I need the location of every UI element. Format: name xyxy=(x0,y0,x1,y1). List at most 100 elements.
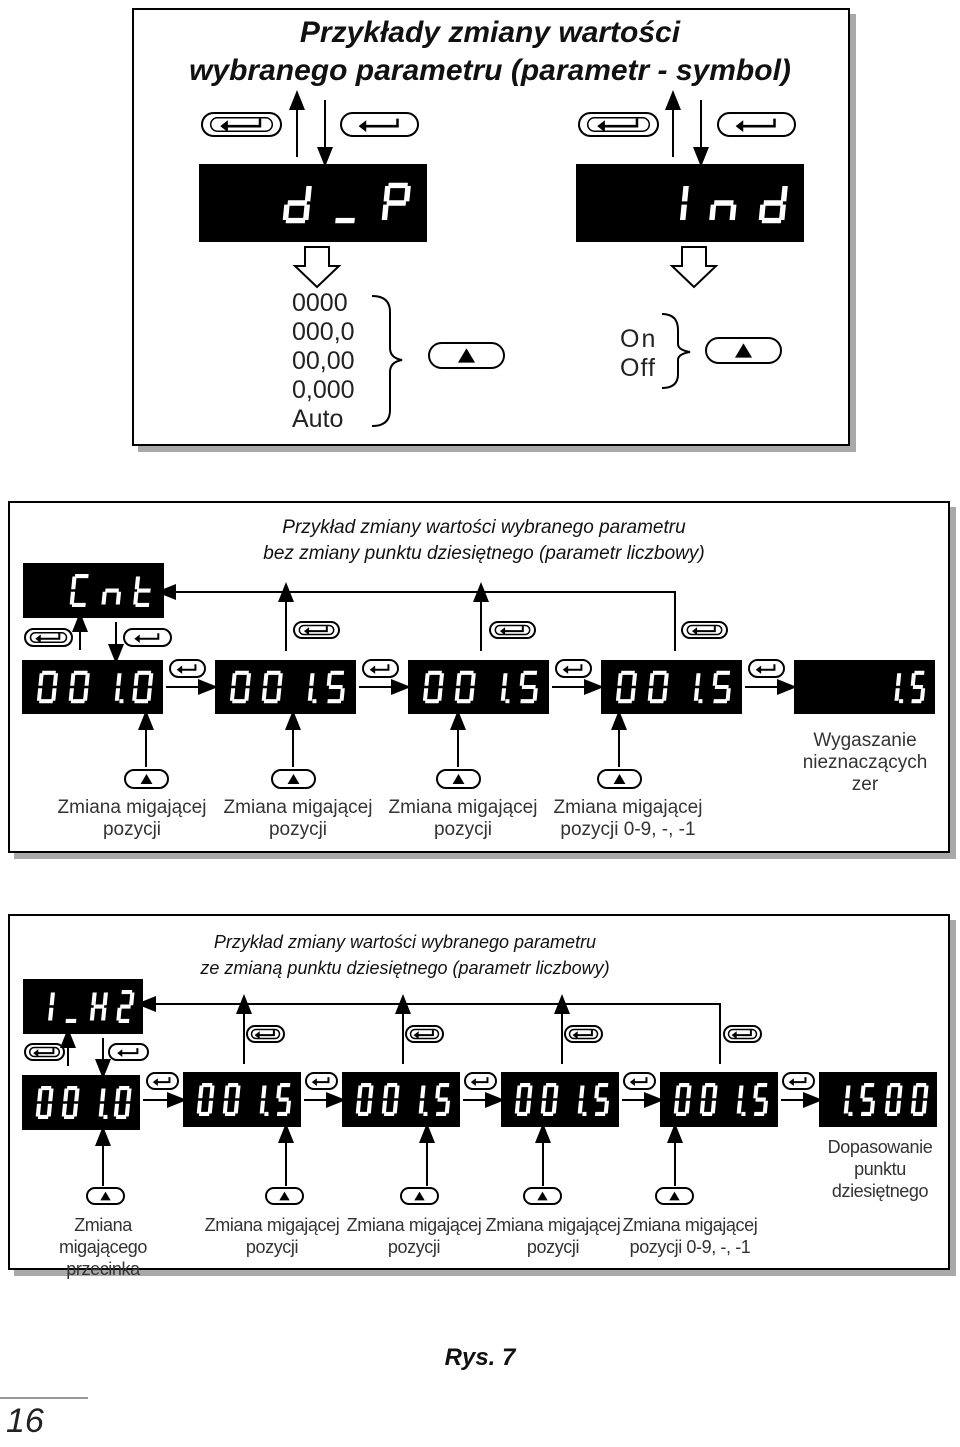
segment-a xyxy=(716,670,731,675)
segment-c xyxy=(83,688,89,701)
segment-g xyxy=(437,1097,448,1102)
enter-key[interactable] xyxy=(782,1072,815,1090)
segment-d xyxy=(701,1111,713,1116)
segment-c xyxy=(525,1100,532,1114)
up-key[interactable] xyxy=(400,1187,439,1205)
segment-c xyxy=(895,1100,902,1114)
segment-d xyxy=(224,1111,236,1116)
segment-g xyxy=(714,684,729,690)
segment-f xyxy=(886,1085,892,1099)
triangle-up-icon xyxy=(537,1191,548,1201)
option-0000: 0000 xyxy=(292,289,348,317)
enter-key-double[interactable] xyxy=(489,621,536,639)
enter-key-double[interactable] xyxy=(24,1043,65,1061)
enter-key-double[interactable] xyxy=(24,628,73,647)
display-d-p xyxy=(199,164,427,242)
enter-key[interactable] xyxy=(123,628,172,647)
enter-key-double[interactable] xyxy=(405,1025,444,1043)
segment-a xyxy=(73,670,88,675)
segment-g xyxy=(93,1004,105,1009)
segment-d xyxy=(335,217,355,224)
segment-c xyxy=(101,1007,107,1021)
triangle-up-icon xyxy=(414,1191,425,1201)
enter-key[interactable] xyxy=(748,659,785,678)
segment-f xyxy=(231,673,237,686)
segment-c xyxy=(51,688,57,701)
enter-key[interactable] xyxy=(362,659,399,678)
segment-d xyxy=(285,217,306,224)
display-bot-1 xyxy=(22,1075,140,1130)
segment-d xyxy=(912,1111,924,1116)
enter-key[interactable] xyxy=(717,112,796,137)
middle-title-line2: bez zmiany punktu dziesiętnego (parametr… xyxy=(263,543,705,564)
enter-key[interactable] xyxy=(555,659,592,678)
enter-key-double[interactable] xyxy=(293,621,340,639)
segment-b xyxy=(420,1085,426,1099)
segment-f xyxy=(753,1085,759,1099)
triangle-up-icon xyxy=(100,1191,111,1201)
segment-f xyxy=(326,673,332,686)
segment-e xyxy=(229,688,236,701)
display-mid-4 xyxy=(601,660,742,714)
enter-key-double[interactable] xyxy=(681,621,728,639)
option-off: Off xyxy=(620,354,656,382)
enter-key-double[interactable] xyxy=(201,112,282,137)
segment-c xyxy=(894,688,900,701)
segment-a xyxy=(678,1083,690,1088)
enter-key-double[interactable] xyxy=(564,1025,603,1043)
display-bot-6 xyxy=(819,1072,937,1127)
segment-c xyxy=(146,688,152,701)
segment-d xyxy=(39,699,54,704)
figure-caption: Rys. 7 xyxy=(444,1344,516,1371)
segment-f xyxy=(424,673,430,686)
segment-e xyxy=(261,688,267,701)
segment-a xyxy=(74,574,89,579)
enter-key-double[interactable] xyxy=(723,1025,762,1043)
enter-key[interactable] xyxy=(108,1043,149,1061)
up-key[interactable] xyxy=(124,769,169,789)
triangle-up-icon xyxy=(279,1191,290,1201)
up-key[interactable] xyxy=(655,1187,694,1205)
enter-key-double[interactable] xyxy=(246,1025,285,1043)
segment-d xyxy=(520,699,535,704)
segment-d xyxy=(675,1111,687,1116)
enter-key-double[interactable] xyxy=(578,112,659,137)
enter-key[interactable] xyxy=(146,1072,179,1090)
up-key[interactable] xyxy=(428,342,505,369)
segment-f xyxy=(70,673,76,686)
enter-key[interactable] xyxy=(169,659,206,678)
segment-a xyxy=(279,1083,291,1088)
segment-c xyxy=(114,688,121,701)
segment-c xyxy=(444,1100,451,1114)
segment-d xyxy=(516,1111,528,1116)
enter-key[interactable] xyxy=(464,1072,497,1090)
up-key[interactable] xyxy=(597,769,642,789)
segment-b xyxy=(116,673,122,686)
segment-a xyxy=(620,670,635,675)
segment-b xyxy=(235,1085,241,1099)
up-key[interactable] xyxy=(265,1187,304,1205)
up-key[interactable] xyxy=(271,769,316,789)
enter-arrow-icon xyxy=(755,664,776,674)
up-key[interactable] xyxy=(705,337,782,364)
segment-b xyxy=(245,673,252,686)
decimal-point xyxy=(264,1111,269,1116)
segment-b xyxy=(48,1088,54,1102)
decimal-point xyxy=(698,699,703,704)
segment-e xyxy=(647,688,653,701)
up-key[interactable] xyxy=(436,769,481,789)
enter-key[interactable] xyxy=(340,112,419,137)
up-key[interactable] xyxy=(86,1187,125,1205)
enter-key[interactable] xyxy=(305,1072,338,1090)
segment-b xyxy=(309,673,315,686)
segment-e xyxy=(355,1100,362,1114)
enter-key[interactable] xyxy=(623,1072,656,1090)
segment-a xyxy=(438,1083,450,1088)
segment-c xyxy=(762,1100,769,1114)
enter-arrow-icon xyxy=(28,1046,61,1058)
up-key[interactable] xyxy=(523,1187,562,1205)
display-bot-4 xyxy=(501,1072,619,1127)
